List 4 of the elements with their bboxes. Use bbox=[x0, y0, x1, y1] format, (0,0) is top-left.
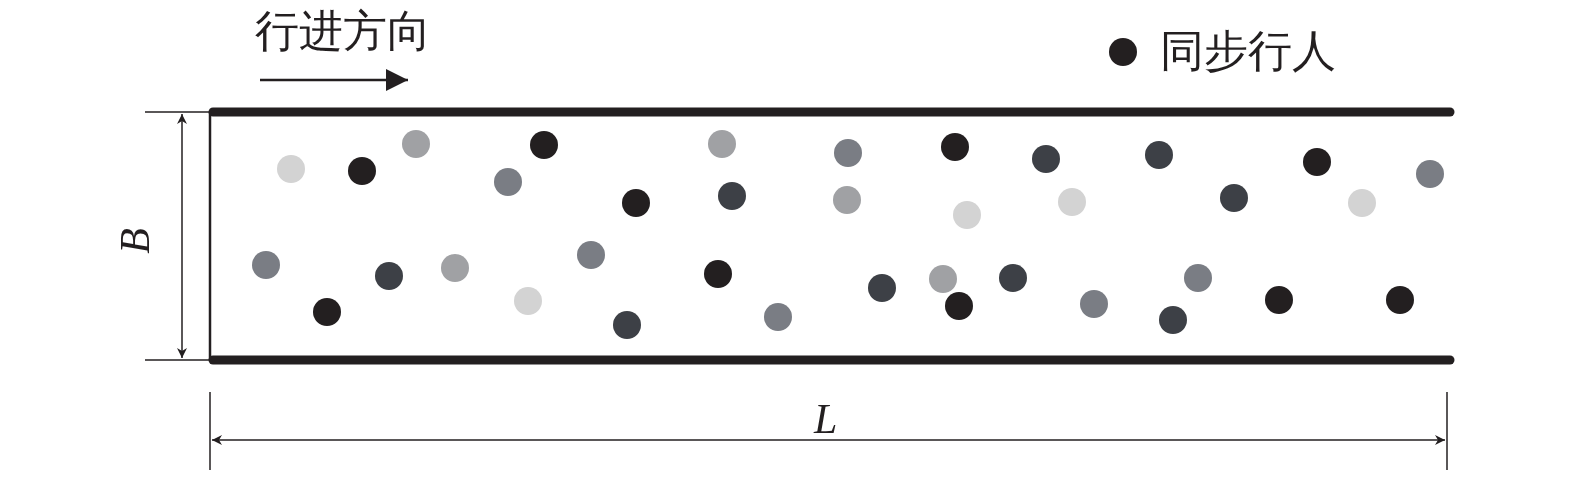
direction-label: 行进方向 bbox=[255, 10, 431, 54]
legend-label: 同步行人 bbox=[1160, 30, 1336, 74]
dimension-label: L bbox=[814, 398, 838, 440]
dimension-label: B bbox=[113, 228, 156, 254]
